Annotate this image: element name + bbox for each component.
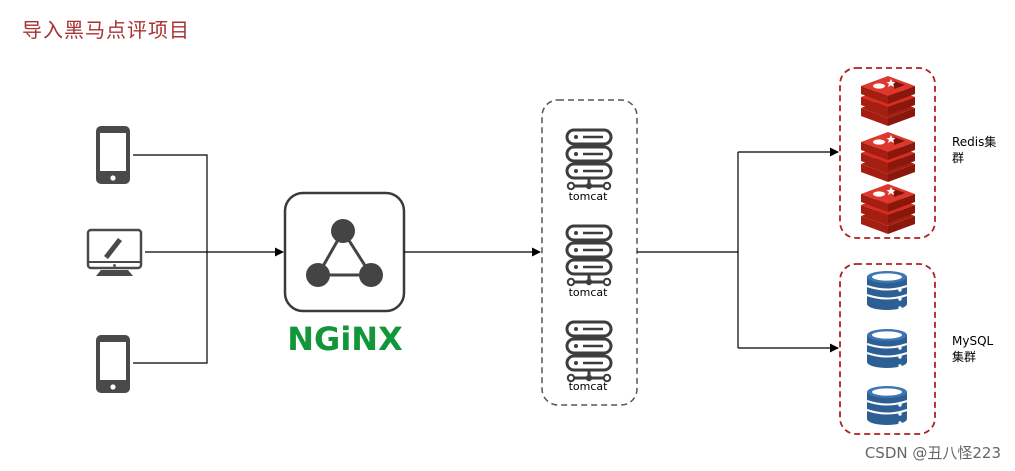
- database-icon: [866, 270, 908, 311]
- desktop-icon: [86, 228, 143, 276]
- redis-icon: [861, 76, 915, 126]
- server-icon: [565, 128, 613, 191]
- watermark: CSDN @丑八怪223: [864, 444, 1001, 462]
- redis-cluster: [839, 67, 936, 239]
- mysql-cluster-label: MySQL: [952, 334, 994, 348]
- mysql-cluster: [839, 263, 936, 435]
- nginx-logo-icon: [306, 219, 383, 287]
- mysql-cluster-label: 集群: [952, 349, 976, 364]
- nginx-label: NGiNX: [287, 320, 403, 358]
- phone-icon: [96, 335, 130, 393]
- tomcat-label: tomcat: [569, 286, 609, 299]
- tomcat-to-data-connectors: [637, 147, 839, 353]
- redis-cluster-label: Redis集: [952, 134, 996, 149]
- tomcat-label: tomcat: [569, 190, 609, 203]
- tomcat-cluster: tomcat tomcat tomcat: [541, 99, 638, 406]
- phone-icon: [96, 126, 130, 184]
- database-icon: [866, 385, 908, 426]
- database-icon: [866, 328, 908, 369]
- server-icon: [565, 224, 613, 287]
- nginx-node: [283, 191, 406, 313]
- page-title: 导入黑马点评项目: [22, 18, 190, 42]
- redis-icon: [861, 184, 915, 234]
- server-icon: [565, 320, 613, 383]
- tomcat-label: tomcat: [569, 380, 609, 393]
- client-connectors: [133, 154, 284, 364]
- redis-cluster-label: 群: [952, 151, 964, 165]
- redis-icon: [861, 132, 915, 182]
